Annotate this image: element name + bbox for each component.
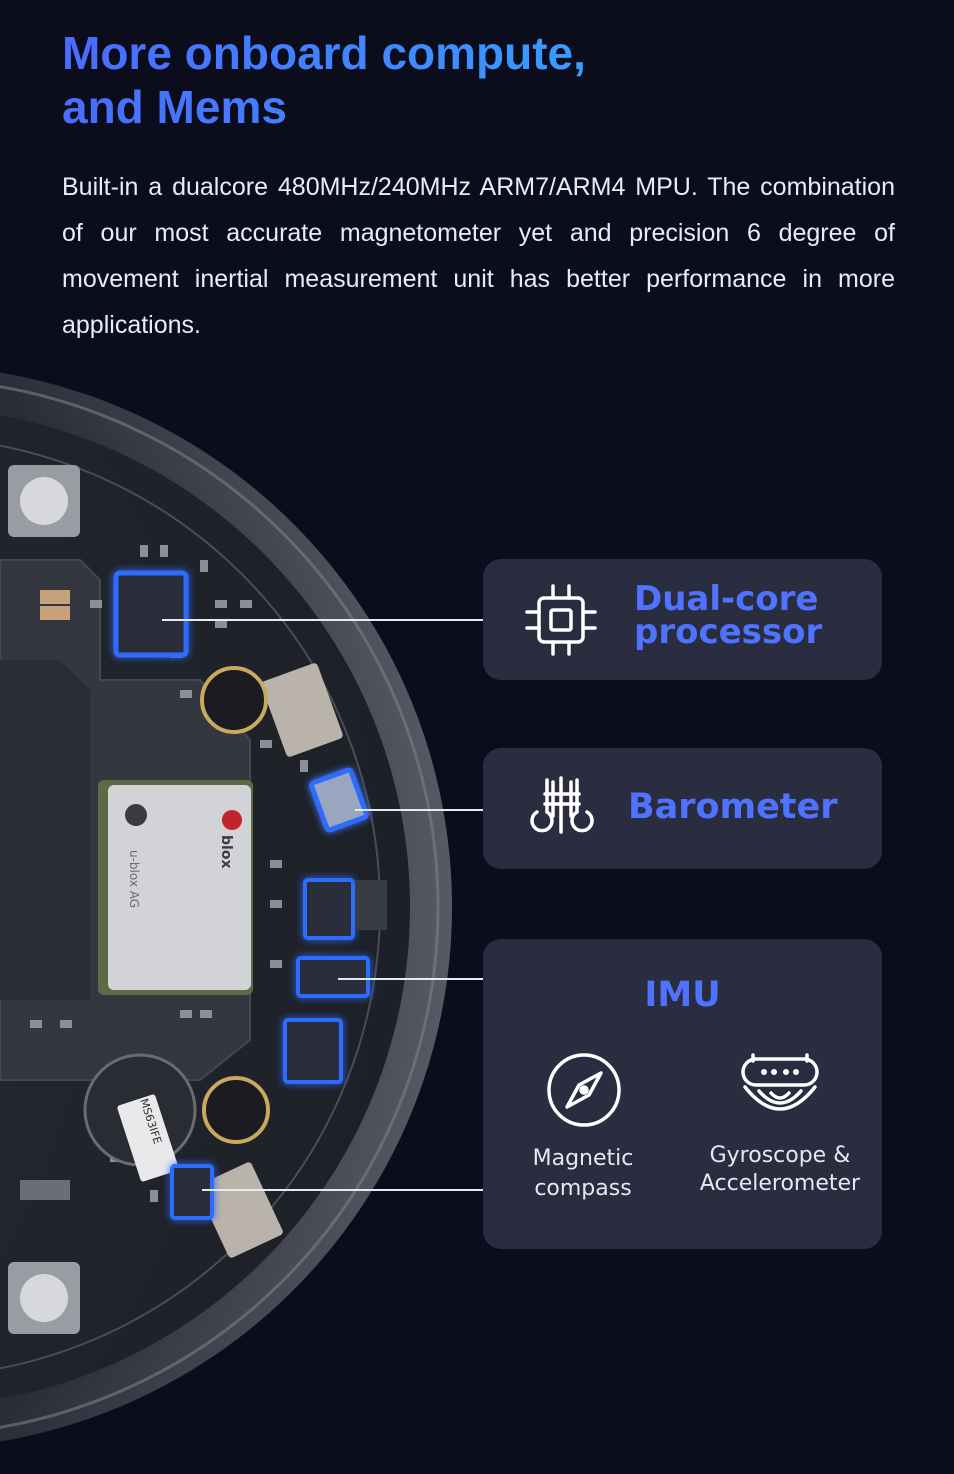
gyro-line-1: Gyroscope & [709,1143,851,1168]
module-maker-text: u-blox AG [127,850,141,908]
gyro-line-2: Accelerometer [699,1171,861,1196]
thermometer-icon [530,776,594,834]
title-line-2: and Mems [62,81,287,133]
processor-label: Dual-core processor [634,579,823,652]
sensor-marking-text: MS63IFE [137,1097,164,1146]
imu-label: IMU [644,975,721,1015]
title-line-1: More onboard compute, [62,27,586,79]
processor-label-line-2: processor [634,612,823,652]
barometer-card: Barometer [483,748,882,869]
leader-line-imu-1 [338,978,483,980]
leader-line-imu-2 [202,1189,483,1191]
leader-line-processor [162,619,483,621]
gyroscope-icon [741,1053,819,1111]
leader-line-barometer [355,809,483,811]
module-brand-text: blox [218,835,234,868]
processor-card: Dual-core processor [483,559,882,680]
compass-line-2: compass [534,1176,632,1201]
magnetic-compass-text: Magnetic compass [483,1144,683,1204]
processor-label-line-1: Dual-core [634,579,819,619]
compass-line-1: Magnetic [532,1146,634,1171]
barometer-label: Barometer [628,787,838,827]
chip-icon [525,584,597,656]
description-text: Built-in a dualcore 480MHz/240MHz ARM7/A… [62,173,895,339]
compass-icon [547,1053,621,1127]
imu-card: IMU Magnetic compass Gyroscope & Acceler… [483,939,882,1249]
page-title: More onboard compute, and Mems [62,26,762,134]
gyroscope-accelerometer-text: Gyroscope & Accelerometer [680,1142,880,1198]
